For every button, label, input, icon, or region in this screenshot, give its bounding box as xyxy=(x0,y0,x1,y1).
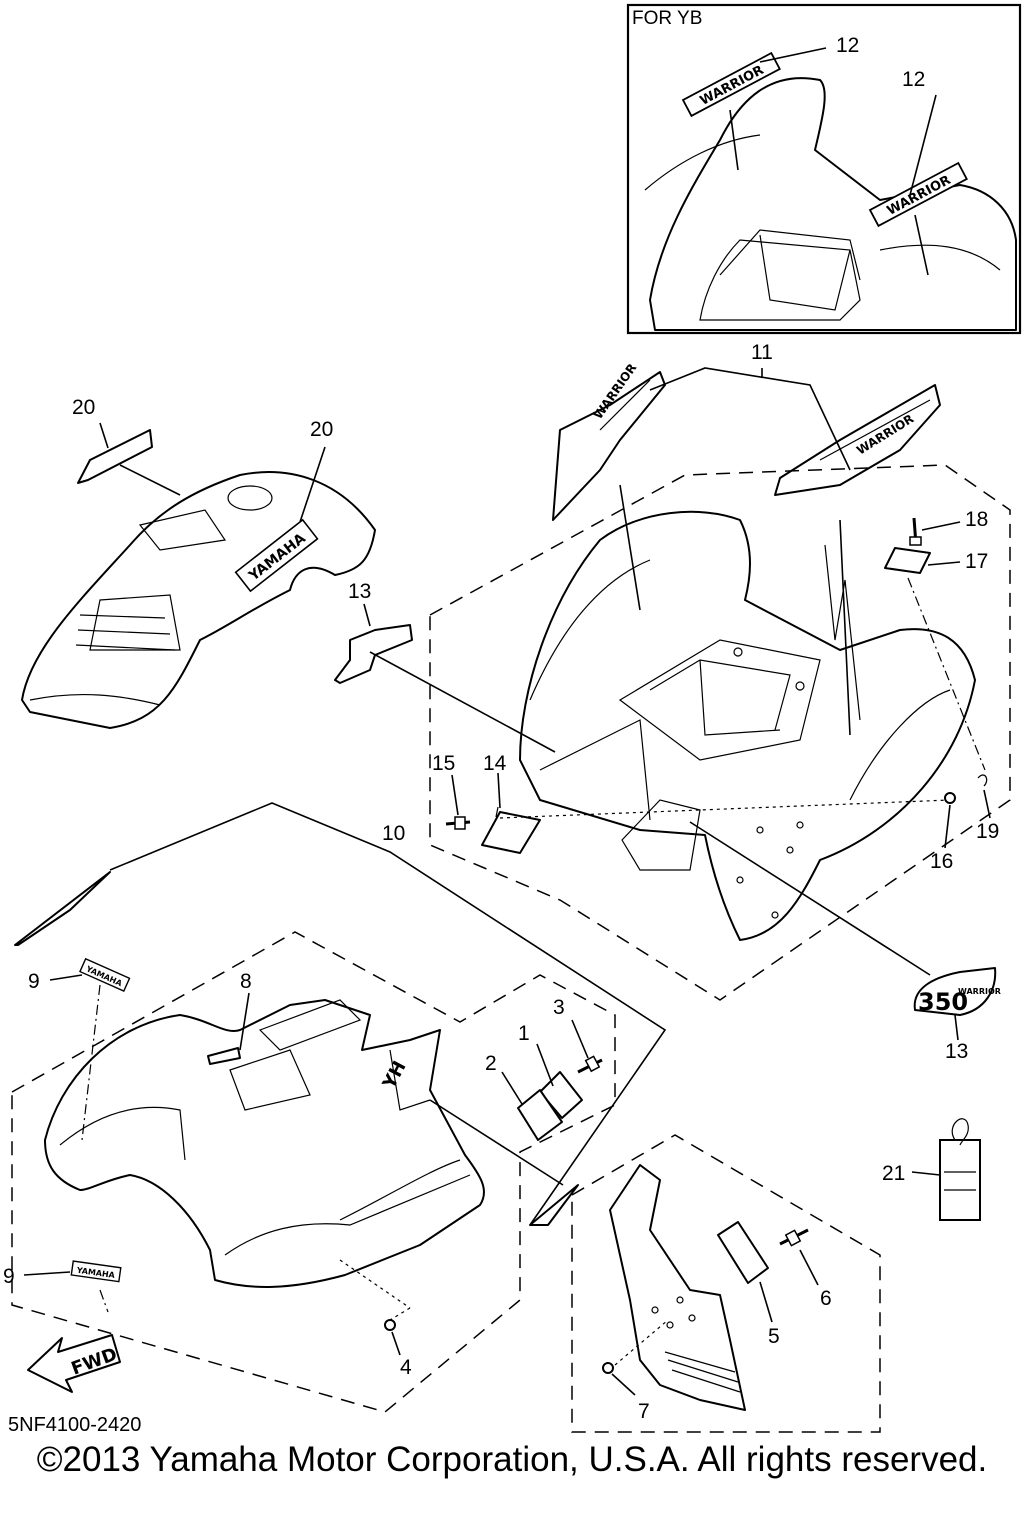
part-2-plate xyxy=(517,1089,563,1141)
badge-13-plate xyxy=(913,967,997,1016)
callout-5: 5 xyxy=(768,1325,780,1348)
part-5-plate xyxy=(717,1221,769,1284)
callout-1: 1 xyxy=(518,1022,530,1045)
callout-11: 11 xyxy=(751,341,773,364)
rear-storage-box xyxy=(618,639,821,761)
front-cover-vent xyxy=(89,594,181,651)
part-20-front-cover: 20 YAMAHA 20 xyxy=(21,396,376,729)
part-18-screw xyxy=(909,517,922,546)
part-9-decals: YAMAHA 9 YAMAHA 9 xyxy=(3,957,131,1313)
front-cover-body xyxy=(21,471,376,729)
part-17-plate xyxy=(884,547,931,574)
inset-label: FOR YB xyxy=(632,8,702,29)
diagram-code: 5NF4100-2420 xyxy=(8,1414,142,1436)
callout-9a: 9 xyxy=(28,970,40,993)
inset-fender xyxy=(649,77,1017,331)
callout-6: 6 xyxy=(820,1287,832,1310)
callout-12a: 12 xyxy=(836,34,859,57)
fwd-arrow-shape xyxy=(27,1334,121,1393)
callout-21: 21 xyxy=(882,1162,905,1185)
front-fender-cavity xyxy=(229,1049,311,1111)
front-fender-body xyxy=(44,999,485,1288)
rear-fender-mount xyxy=(621,799,701,871)
parts-14-15-16-19: 14 15 16 19 xyxy=(432,752,999,873)
part-13-upper: 13 xyxy=(334,580,556,753)
callout-14: 14 xyxy=(483,752,507,775)
callout-13b: 13 xyxy=(945,1040,968,1063)
badge-13-text: WARRIOR xyxy=(958,987,1001,996)
part-16-nut xyxy=(944,792,956,804)
callout-19: 19 xyxy=(976,820,999,843)
front-fender-dashed-outline xyxy=(11,931,616,1413)
parts-17-18: 18 17 xyxy=(884,508,988,771)
part-13-badge: 350 WARRIOR 13 xyxy=(689,821,1001,1063)
rear-fender-body xyxy=(519,510,976,941)
callout-17: 17 xyxy=(965,550,988,573)
rear-fender-dashed-outline xyxy=(429,464,1011,1001)
part-1-plate xyxy=(539,1071,583,1119)
callout-9b: 9 xyxy=(3,1265,15,1288)
copyright-notice: ©2013 Yamaha Motor Corporation, U.S.A. A… xyxy=(36,1440,988,1479)
decal-9-upper: YAMAHA xyxy=(79,957,131,993)
front-fender-assembly: YH 8 xyxy=(11,931,616,1413)
callout-2: 2 xyxy=(485,1052,497,1075)
decal-9-lower: YAMAHA xyxy=(70,1260,122,1283)
part-21-tag: 21 xyxy=(882,1118,981,1221)
callout-18: 18 xyxy=(965,508,988,531)
part-14-plate xyxy=(481,811,541,854)
mud-flap-dashed-outline xyxy=(571,1134,881,1433)
rear-fender-assembly xyxy=(429,464,1011,1001)
part-3-screw xyxy=(577,1055,603,1074)
callout-16: 16 xyxy=(930,850,953,873)
fwd-arrow: FWD xyxy=(27,1334,121,1393)
decal-8 xyxy=(207,1047,241,1065)
inset-for-yb: FOR YB WARRIOR WARRIOR 12 12 xyxy=(626,3,1022,335)
badge-13-number: 350 xyxy=(918,988,968,1016)
part-19-clip xyxy=(977,774,988,787)
inset-storage xyxy=(699,239,861,321)
callout-10: 10 xyxy=(382,822,405,845)
part-7-nut xyxy=(602,1362,614,1374)
callout-13a: 13 xyxy=(348,580,371,603)
part-4-nut xyxy=(384,1319,396,1331)
callout-8: 8 xyxy=(240,970,252,993)
part-6-screw xyxy=(779,1228,809,1247)
part-10-outline-line xyxy=(109,802,667,1226)
callout-7: 7 xyxy=(638,1400,650,1423)
decal-11-left xyxy=(552,371,666,521)
part-11-decals: WARRIOR WARRIOR 11 xyxy=(552,341,941,521)
fuel-cap-opening xyxy=(227,485,273,511)
parts-1-2-3-4: 1 2 3 4 xyxy=(339,996,603,1379)
callout-15: 15 xyxy=(432,752,455,775)
tag-21-card xyxy=(939,1139,981,1221)
decal-20-strip xyxy=(77,429,153,484)
callout-12b: 12 xyxy=(902,68,925,91)
mud-flap-body xyxy=(609,1164,746,1411)
callout-4: 4 xyxy=(400,1356,412,1379)
callout-20a: 20 xyxy=(72,396,95,419)
part-10-outline: 10 xyxy=(14,802,667,1226)
part-15-screw xyxy=(445,816,471,830)
callout-3: 3 xyxy=(553,996,565,1019)
inset-storage-rim xyxy=(719,229,861,281)
mud-flap-assembly: 5 6 7 xyxy=(571,1134,881,1433)
callout-20b: 20 xyxy=(310,418,333,441)
